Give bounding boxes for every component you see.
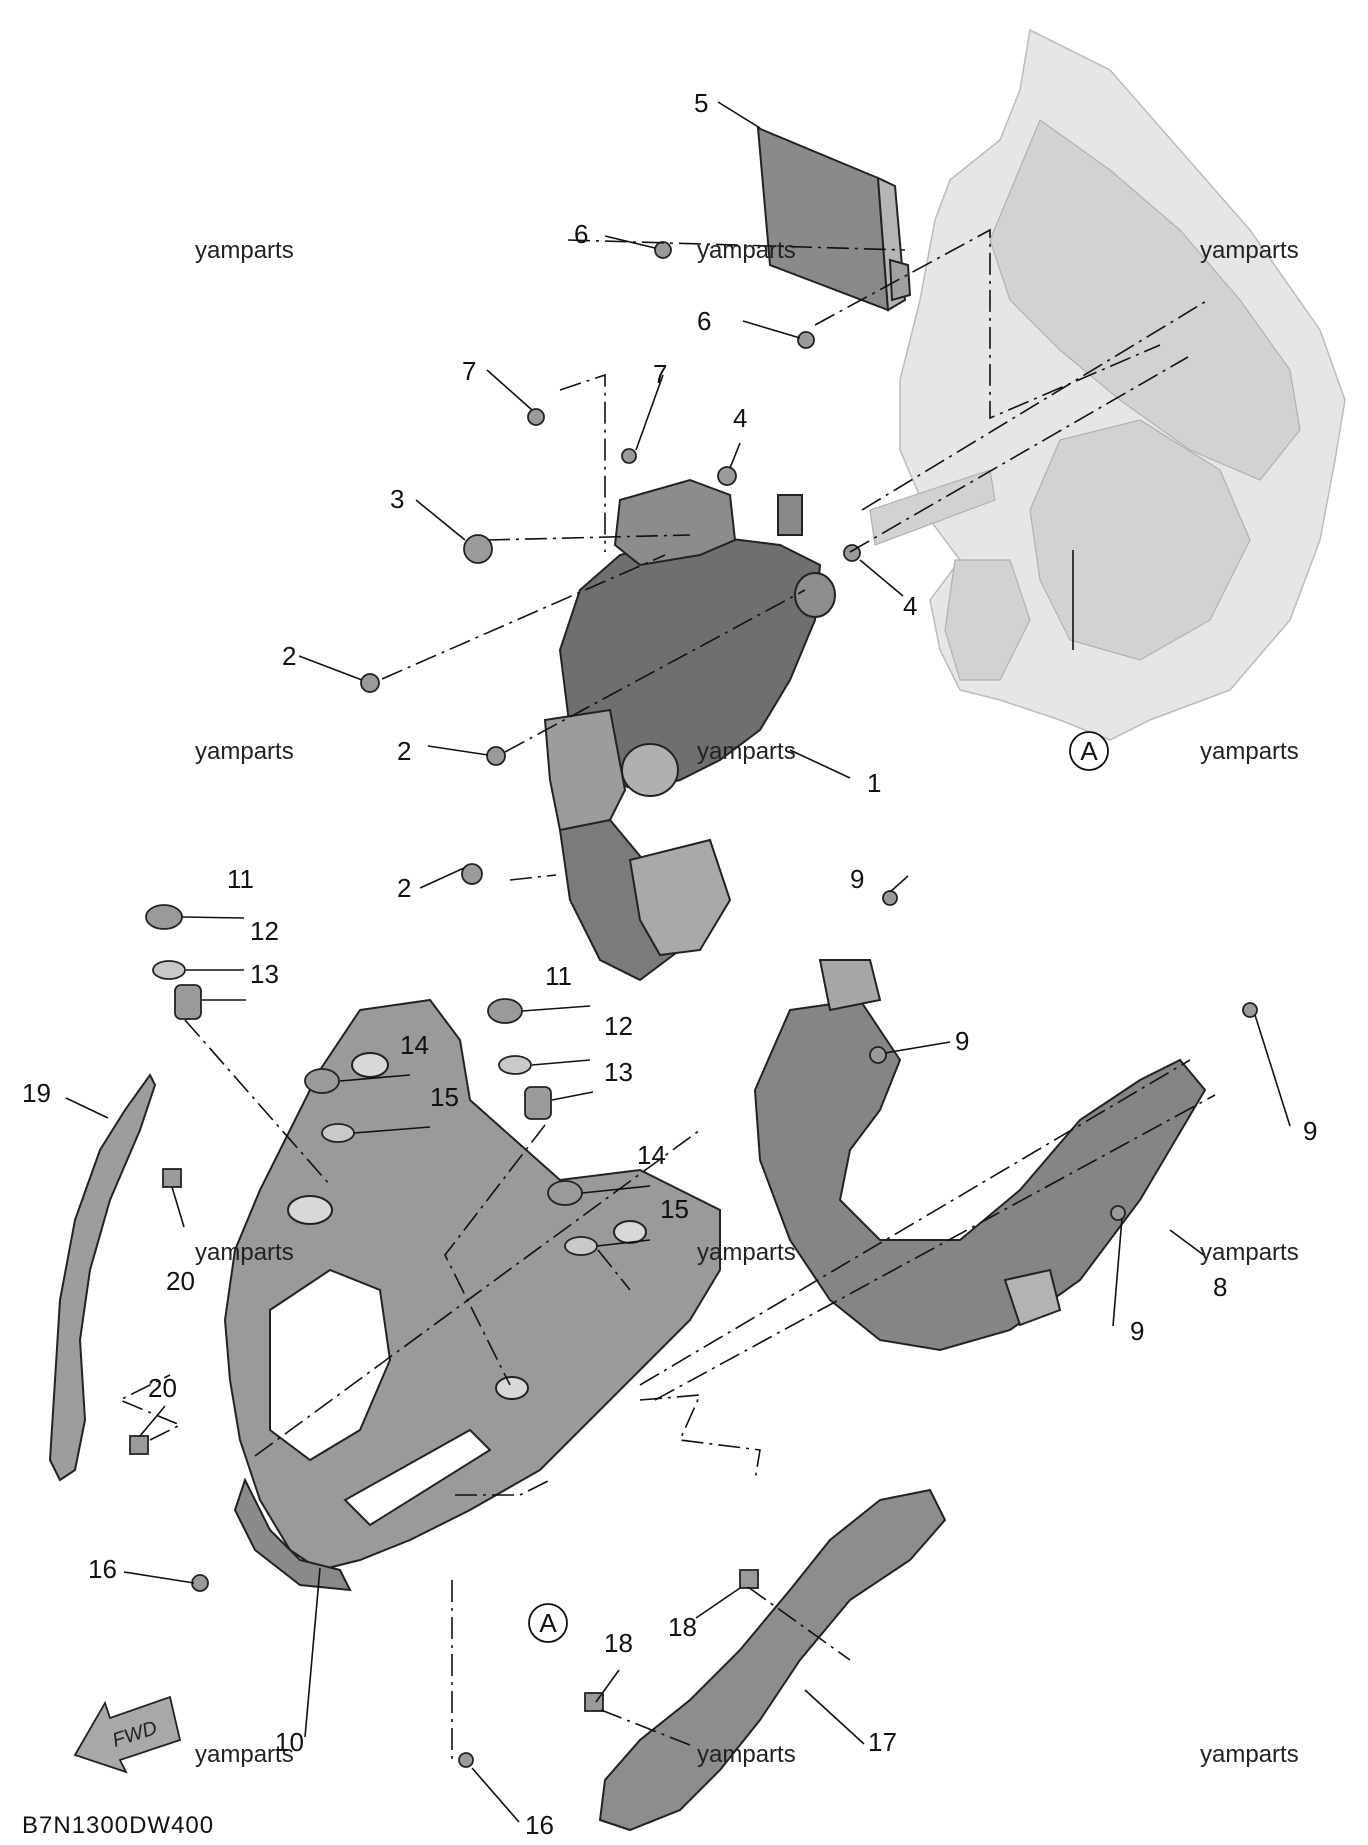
callout-13b: 13 xyxy=(604,1057,633,1087)
callout-11a: 11 xyxy=(227,864,254,894)
assembly-lines xyxy=(118,228,1216,1760)
callout-9b: 9 xyxy=(955,1026,969,1056)
callout-13a: 13 xyxy=(250,959,279,989)
headlight-assembly-part-1 xyxy=(543,478,836,982)
svg-text:yamparts: yamparts xyxy=(697,1741,796,1768)
callout-20a: 20 xyxy=(166,1266,195,1296)
callout-16a: 16 xyxy=(88,1554,117,1584)
callout-9c: 9 xyxy=(1303,1116,1317,1146)
callout-17: 17 xyxy=(868,1727,897,1757)
small-fasteners xyxy=(129,241,1258,1768)
svg-text:yamparts: yamparts xyxy=(1200,1239,1299,1266)
callout-15a: 15 xyxy=(430,1082,459,1112)
callout-16b: 16 xyxy=(525,1810,554,1840)
frame-ghost xyxy=(869,28,1346,741)
svg-text:A: A xyxy=(539,1608,557,1638)
callout-12b: 12 xyxy=(604,1011,633,1041)
callout-4a: 4 xyxy=(733,403,747,433)
watermarks: yamparts yamparts yamparts yamparts yamp… xyxy=(195,237,1299,1768)
callout-9d: 9 xyxy=(1130,1316,1144,1346)
svg-text:yamparts: yamparts xyxy=(195,237,294,264)
callout-2a: 2 xyxy=(282,641,296,671)
leader-lines xyxy=(65,101,1291,1823)
svg-text:yamparts: yamparts xyxy=(1200,237,1299,264)
reference-marker-a-top: A xyxy=(1069,731,1109,771)
side-panel-part-19 xyxy=(48,1073,157,1482)
callout-5: 5 xyxy=(694,88,708,118)
svg-text:yamparts: yamparts xyxy=(195,1239,294,1266)
callout-3: 3 xyxy=(390,484,404,514)
callout-19: 19 xyxy=(22,1078,51,1108)
callout-7b: 7 xyxy=(653,359,667,389)
callout-11b: 11 xyxy=(545,961,572,991)
callout-10: 10 xyxy=(275,1727,304,1757)
svg-text:yamparts: yamparts xyxy=(1200,1741,1299,1768)
lower-duct-part-17 xyxy=(598,1488,947,1832)
svg-text:yamparts: yamparts xyxy=(697,237,796,264)
callout-18a: 18 xyxy=(668,1612,697,1642)
svg-text:yamparts: yamparts xyxy=(697,1239,796,1266)
callout-2b: 2 xyxy=(397,736,411,766)
svg-text:yamparts: yamparts xyxy=(195,738,294,765)
callout-9a: 9 xyxy=(850,864,864,894)
svg-text:yamparts: yamparts xyxy=(697,738,796,765)
callout-7a: 7 xyxy=(462,356,476,386)
front-cowling-part-10 xyxy=(223,998,721,1592)
callout-2c: 2 xyxy=(397,873,411,903)
callout-6a: 6 xyxy=(574,219,588,249)
callout-20b: 20 xyxy=(148,1373,177,1403)
callout-18b: 18 xyxy=(604,1628,633,1658)
callout-8: 8 xyxy=(1213,1272,1227,1302)
svg-text:yamparts: yamparts xyxy=(1200,738,1299,765)
reference-marker-a-bottom: A xyxy=(528,1603,568,1643)
callout-14b: 14 xyxy=(637,1140,666,1170)
callout-numbers: 1 2 2 2 2 3 4 4 5 6 6 7 7 8 9 9 9 9 10 1… xyxy=(22,88,1317,1840)
ecu-part-5 xyxy=(756,126,912,312)
callout-6b: 6 xyxy=(697,306,711,336)
diagram-code: B7N1300DW400 xyxy=(22,1812,214,1839)
callout-15b: 15 xyxy=(660,1194,689,1224)
callout-4b: 4 xyxy=(903,591,917,621)
callout-12a: 12 xyxy=(250,916,279,946)
svg-text:A: A xyxy=(1080,736,1098,766)
callout-1: 1 xyxy=(867,768,881,798)
forward-direction-arrow: FWD xyxy=(73,1695,182,1774)
svg-text:yamparts: yamparts xyxy=(195,1741,294,1768)
callout-14a: 14 xyxy=(400,1030,429,1060)
inner-panel-part-8 xyxy=(753,959,1207,1352)
